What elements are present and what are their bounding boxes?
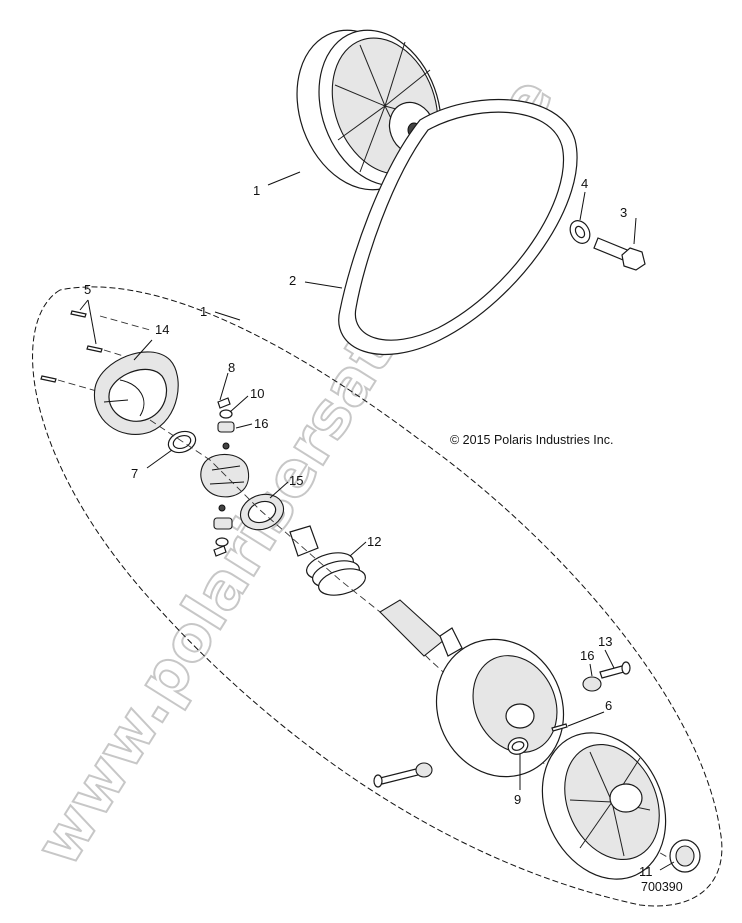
callout-8: 8	[228, 360, 235, 375]
bolt-part-3	[593, 237, 646, 271]
driven-sheave	[435, 638, 565, 778]
washer-part-4	[569, 220, 591, 244]
callout-9: 9	[514, 792, 521, 807]
callout-13: 13	[598, 634, 612, 649]
pin-part-6	[551, 723, 568, 732]
assembly-outline	[32, 286, 723, 907]
callout-11: 11	[639, 864, 653, 879]
callout-6: 6	[605, 698, 612, 713]
callout-16-lower: 16	[580, 648, 594, 663]
leader-lines	[79, 171, 675, 871]
callout-7: 7	[131, 466, 138, 481]
callout-16-upper: 16	[254, 416, 268, 431]
copyright-text: © 2015 Polaris Industries Inc.	[450, 433, 613, 447]
screws-part-5	[40, 310, 151, 393]
bolt-part-13	[599, 661, 631, 679]
callout-5: 5	[84, 282, 91, 297]
bearing-part-11	[669, 839, 701, 873]
callout-10: 10	[250, 386, 264, 401]
small-parts-stack	[217, 397, 235, 450]
callout-12: 12	[367, 534, 381, 549]
callout-15: 15	[289, 473, 303, 488]
callout-3: 3	[620, 205, 627, 220]
callout-2: 2	[289, 273, 296, 288]
clutch-shaft	[379, 599, 463, 657]
callout-4: 4	[581, 176, 588, 191]
spider-hub	[200, 453, 250, 498]
spring-part-12	[306, 552, 366, 596]
lower-small-stack	[213, 504, 233, 557]
moveable-sheave	[541, 732, 667, 880]
ring-part-9	[507, 737, 529, 755]
drive-belt	[338, 99, 578, 355]
callout-1-top: 1	[253, 183, 260, 198]
ring-part-7	[167, 430, 197, 454]
drawing-number: 700390	[641, 880, 683, 894]
cover-part-14	[93, 351, 179, 435]
bushing-part-16-right	[582, 676, 602, 692]
callouts: 1 1 2 3 4 5 6 7 8 9 10 11 12 13 14 15 16…	[84, 176, 653, 879]
roller-piece	[289, 525, 319, 557]
callout-1-assembly: 1	[200, 304, 207, 319]
lower-bolt	[373, 762, 433, 788]
callout-14: 14	[155, 322, 169, 337]
